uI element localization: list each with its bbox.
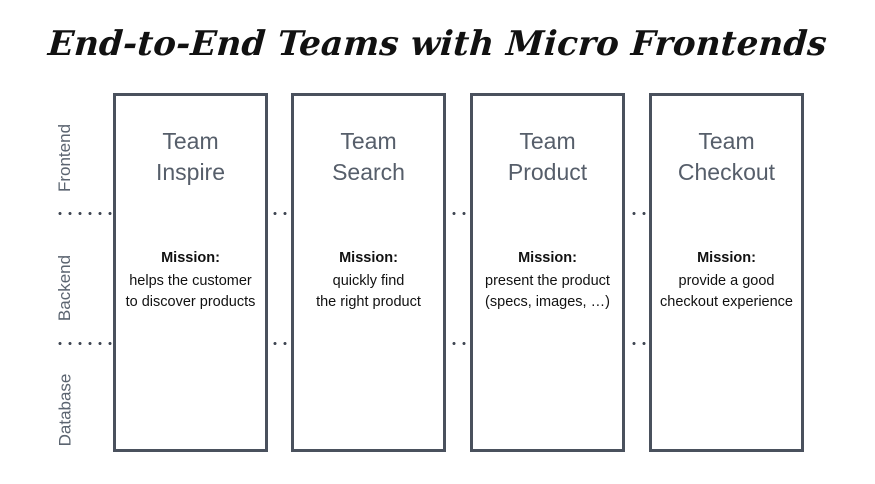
axis-label-frontend-text: Frontend: [54, 123, 74, 193]
mission-line: (specs, images, …): [485, 294, 610, 310]
mission-line: to discover products: [125, 294, 256, 310]
team-name: Checkout: [677, 159, 776, 185]
divider-segment-gap-3: [629, 341, 649, 345]
team-card-inner: Team Product Mission: present the produc…: [473, 96, 622, 449]
axis-label-backend-text: Backend: [54, 254, 74, 322]
team-card-title: Team Search: [294, 126, 443, 188]
divider-segment-gap-1: [270, 341, 290, 345]
team-card-title: Team Checkout: [652, 126, 801, 188]
divider-segment-gap-2: [449, 341, 469, 345]
team-word: Team: [698, 128, 755, 154]
mission-label: Mission:: [518, 250, 577, 266]
team-card-checkout[interactable]: Team Checkout Mission: provide a good ch…: [649, 93, 804, 452]
page-title: End-to-End Teams with Micro Frontends: [46, 24, 829, 64]
mission-label: Mission:: [161, 250, 220, 266]
team-word: Team: [519, 128, 576, 154]
team-name: Search: [332, 159, 405, 185]
team-card-inspire[interactable]: Team Inspire Mission: helps the customer…: [113, 93, 268, 452]
divider-segment-gap-2: [449, 211, 469, 215]
divider-segment-margin: [55, 341, 113, 345]
divider-segment-margin: [55, 211, 113, 215]
axis-label-frontend: Frontend: [5, 124, 125, 192]
team-word: Team: [340, 128, 397, 154]
team-card-title: Team Inspire: [116, 126, 265, 188]
team-word: Team: [162, 128, 219, 154]
mission-line: checkout experience: [660, 294, 793, 310]
mission-line: the right product: [316, 294, 421, 310]
axis-label-backend: Backend: [5, 255, 125, 321]
mission-label: Mission:: [339, 250, 398, 266]
frontend-backend-divider: [0, 211, 875, 215]
team-mission: Mission: provide a good checkout experie…: [652, 248, 801, 313]
axis-label-database-text: Database: [55, 373, 74, 447]
team-mission: Mission: helps the customer to discover …: [116, 248, 265, 313]
mission-line: provide a good: [678, 273, 775, 289]
team-card-inner: Team Search Mission: quickly find the ri…: [294, 96, 443, 449]
team-name: Product: [507, 159, 588, 185]
team-mission: Mission: quickly find the right product: [294, 248, 443, 313]
mission-label: Mission:: [697, 250, 756, 266]
mission-line: quickly find: [332, 273, 405, 289]
team-card-search[interactable]: Team Search Mission: quickly find the ri…: [291, 93, 446, 452]
divider-segment-gap-1: [270, 211, 290, 215]
mission-line: helps the customer: [129, 273, 252, 289]
team-card-inner: Team Checkout Mission: provide a good ch…: [652, 96, 801, 449]
axis-label-database: Database: [5, 374, 125, 447]
team-mission: Mission: present the product (specs, ima…: [473, 248, 622, 313]
team-card-title: Team Product: [473, 126, 622, 188]
backend-database-divider: [0, 341, 875, 345]
team-name: Inspire: [155, 159, 226, 185]
mission-line: present the product: [485, 273, 610, 289]
team-card-inner: Team Inspire Mission: helps the customer…: [116, 96, 265, 449]
team-card-product[interactable]: Team Product Mission: present the produc…: [470, 93, 625, 452]
divider-segment-gap-3: [629, 211, 649, 215]
